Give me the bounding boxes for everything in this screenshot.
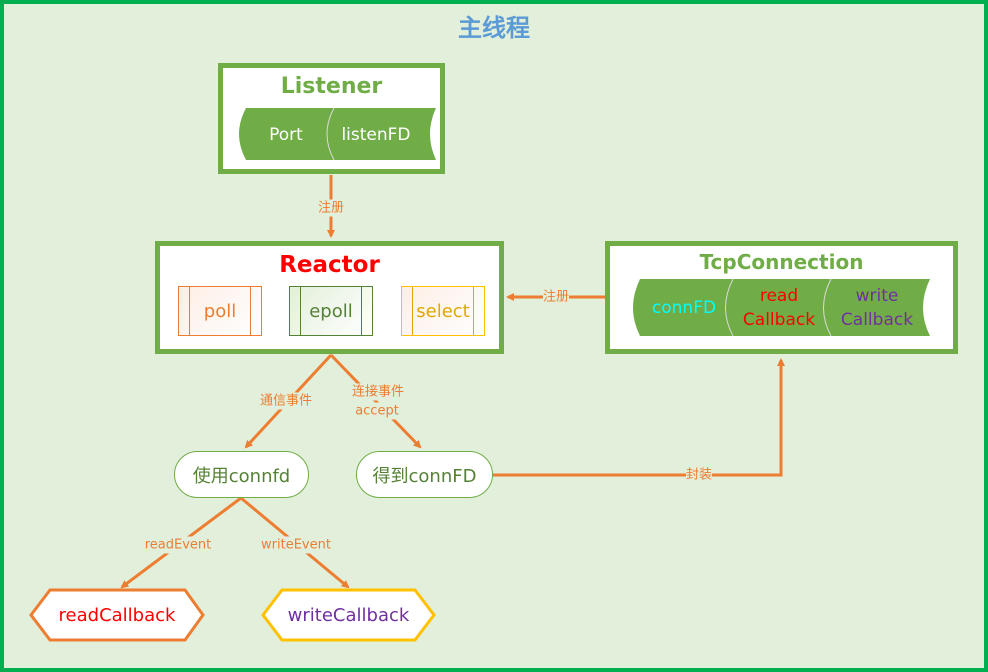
listener-fields-shape (239, 108, 436, 161)
label-read-event: readEvent (144, 536, 212, 554)
write-callback-node: writeCallback (287, 604, 410, 626)
get-connfd-node: 得到connFD (356, 451, 493, 498)
reactor-title: Reactor (279, 252, 380, 278)
label-write-event: writeEvent (261, 536, 331, 554)
label-register-tcp: 注册 (542, 288, 570, 306)
listener-port: Port (269, 124, 303, 145)
reactor-select: select (401, 286, 485, 336)
tcp-read-callback: read Callback (742, 286, 816, 330)
edge-wrap (492, 358, 785, 477)
label-connect-event: 连接事件 (351, 383, 405, 401)
epoll-label: epoll (309, 300, 353, 322)
edge-connect-event (329, 353, 422, 449)
write-callback-hexagon (261, 588, 436, 642)
poll-label: poll (203, 300, 237, 322)
read-callback-node: readCallback (58, 604, 176, 626)
tcp-fields-shape (633, 279, 930, 337)
reactor-epoll: epoll (289, 286, 373, 336)
tcp-connection-title: TcpConnection (699, 250, 864, 274)
label-comm-event: 通信事件 (259, 392, 313, 410)
diagram-title: 主线程 (458, 14, 530, 42)
use-connfd-node: 使用connfd (174, 451, 309, 498)
label-accept: accept (355, 402, 399, 420)
tcp-write-callback: write Callback (840, 286, 914, 330)
read-callback-hexagon (29, 588, 205, 642)
reactor-poll: poll (178, 286, 262, 336)
label-register-listener: 注册 (317, 199, 345, 217)
label-wrap: 封装 (685, 466, 713, 484)
tcp-connfd: connFD (651, 298, 717, 318)
select-label: select (416, 300, 470, 322)
listener-title: Listener (280, 74, 383, 99)
listener-listenfd: listenFD (341, 124, 411, 145)
